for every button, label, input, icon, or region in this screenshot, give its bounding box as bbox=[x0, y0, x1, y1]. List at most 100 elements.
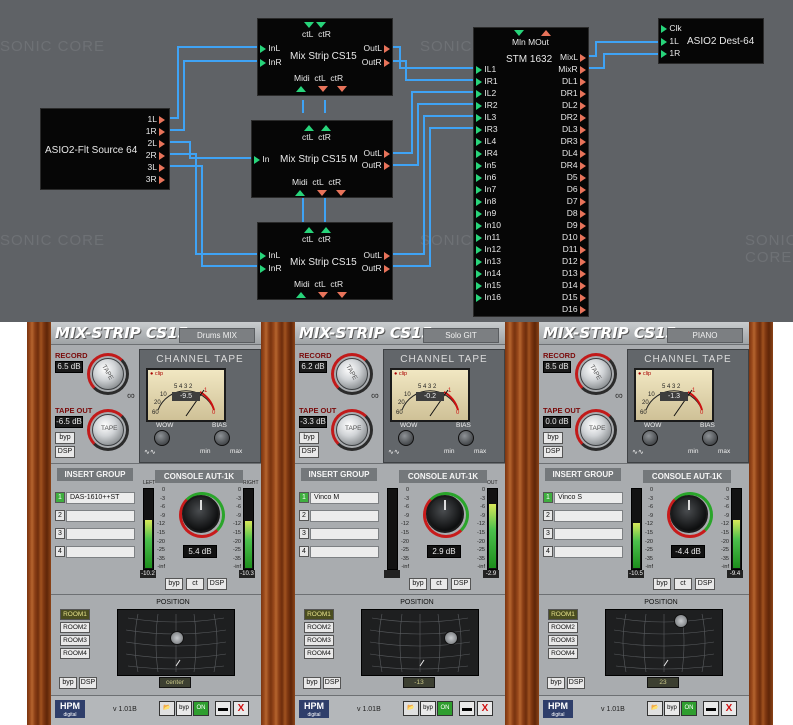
stm-input-port[interactable]: IL2 bbox=[476, 88, 496, 98]
position-pad[interactable] bbox=[605, 609, 723, 676]
stm-output-port[interactable]: DL2 bbox=[562, 100, 586, 110]
stm-output-port[interactable]: D12 bbox=[562, 256, 586, 266]
folder-icon[interactable]: 📂 bbox=[403, 701, 419, 716]
stm-input-port[interactable]: IL3 bbox=[476, 112, 496, 122]
stm-output-port[interactable]: D6 bbox=[567, 184, 586, 194]
close-icon[interactable]: X bbox=[477, 701, 493, 716]
ms1-in-r[interactable]: InR bbox=[260, 57, 282, 67]
insert-slot-2-field[interactable] bbox=[66, 510, 135, 522]
insert-slot-3-field[interactable] bbox=[310, 528, 379, 540]
close-icon[interactable]: X bbox=[721, 701, 737, 716]
insert-slot-1-field[interactable]: Vinco S bbox=[554, 492, 623, 504]
stm-output-port[interactable]: D16 bbox=[562, 304, 586, 314]
stm-output-port[interactable]: D15 bbox=[562, 292, 586, 302]
console-ct-button[interactable]: ct bbox=[674, 578, 692, 590]
console-gain-knob[interactable] bbox=[182, 495, 220, 533]
mix-strip-module-1[interactable]: ctL ctR InL InR Mix Strip CS15 OutL OutR… bbox=[257, 18, 393, 96]
position-bypass-button[interactable]: byp bbox=[59, 677, 77, 689]
link-icon[interactable]: ∞ bbox=[615, 390, 623, 402]
room-button-2[interactable]: ROOM2 bbox=[548, 622, 578, 633]
room-button-3[interactable]: ROOM3 bbox=[60, 635, 90, 646]
room-button-3[interactable]: ROOM3 bbox=[304, 635, 334, 646]
stm-input-port[interactable]: In8 bbox=[476, 196, 496, 206]
tape-bypass-button[interactable]: byp bbox=[543, 432, 563, 444]
ms1-bottom-ports[interactable] bbox=[296, 84, 348, 94]
position-handle[interactable] bbox=[674, 614, 688, 628]
insert-slot-1-toggle[interactable]: 1 bbox=[299, 492, 309, 503]
footer-bypass-button[interactable]: byp bbox=[176, 701, 192, 716]
insert-slot-4-field[interactable] bbox=[66, 546, 135, 558]
room-button-1[interactable]: ROOM1 bbox=[548, 609, 578, 620]
wow-knob[interactable] bbox=[154, 430, 170, 446]
stm-input-port[interactable]: IL4 bbox=[476, 136, 496, 146]
stm-input-port[interactable]: IL1 bbox=[476, 64, 496, 74]
insert-slot-3-toggle[interactable]: 3 bbox=[55, 528, 65, 539]
position-dsp-button[interactable]: DSP bbox=[567, 677, 585, 689]
stm-output-port[interactable]: D9 bbox=[567, 220, 586, 230]
stm-input-port[interactable]: IR3 bbox=[476, 124, 498, 134]
ms3-in-r[interactable]: InR bbox=[260, 263, 282, 273]
ms3-out-l[interactable]: OutL bbox=[364, 250, 390, 260]
console-ct-button[interactable]: ct bbox=[186, 578, 204, 590]
stm-input-port[interactable]: In11 bbox=[476, 232, 500, 242]
source-out-2r[interactable]: 2R bbox=[146, 150, 165, 160]
ms1-top-ports[interactable] bbox=[304, 20, 327, 30]
source-out-2l[interactable]: 2L bbox=[147, 138, 165, 148]
stm-top-ports[interactable] bbox=[514, 28, 551, 38]
room-button-1[interactable]: ROOM1 bbox=[304, 609, 334, 620]
ms2-in[interactable]: In bbox=[254, 154, 269, 164]
stm-output-port[interactable]: D14 bbox=[562, 280, 586, 290]
console-gain-knob[interactable] bbox=[426, 495, 464, 533]
dest-in-1l[interactable]: 1L bbox=[661, 36, 679, 46]
insert-slot-3-field[interactable] bbox=[66, 528, 135, 540]
stm-output-port[interactable]: DL3 bbox=[562, 124, 586, 134]
insert-slot-1-field[interactable]: Vinco M bbox=[310, 492, 379, 504]
insert-slot-1-toggle[interactable]: 1 bbox=[543, 492, 553, 503]
console-bypass-button[interactable]: byp bbox=[165, 578, 183, 590]
channel-name-field[interactable]: Solo GIT bbox=[423, 328, 499, 343]
stm-output-port[interactable]: DL4 bbox=[562, 148, 586, 158]
source-out-1r[interactable]: 1R bbox=[146, 126, 165, 136]
position-bypass-button[interactable]: byp bbox=[303, 677, 321, 689]
console-dsp-button[interactable]: DSP bbox=[451, 578, 471, 590]
ms3-in-l[interactable]: InL bbox=[260, 250, 280, 260]
insert-slot-1-field[interactable]: DAS-1610++ST bbox=[66, 492, 135, 504]
stm-output-port[interactable]: DR1 bbox=[561, 88, 586, 98]
ms2-out-r[interactable]: OutR bbox=[362, 160, 390, 170]
stm-output-port[interactable]: DL1 bbox=[562, 76, 586, 86]
tape-bypass-button[interactable]: byp bbox=[55, 432, 75, 444]
stm-output-port[interactable]: D11 bbox=[563, 244, 586, 254]
insert-slot-3-field[interactable] bbox=[554, 528, 623, 540]
stm-input-port[interactable]: In9 bbox=[476, 208, 496, 218]
record-tape-knob[interactable]: TAPE bbox=[92, 358, 124, 390]
ms3-out-r[interactable]: OutR bbox=[362, 263, 390, 273]
tape-out-knob[interactable]: TAPE bbox=[92, 414, 124, 446]
close-icon[interactable]: X bbox=[233, 701, 249, 716]
insert-slot-2-field[interactable] bbox=[554, 510, 623, 522]
ms1-out-r[interactable]: OutR bbox=[362, 57, 390, 67]
asio-dest-module[interactable]: Clk 1L 1R ASIO2 Dest-64 bbox=[658, 18, 764, 64]
stm-output-port[interactable]: D5 bbox=[567, 172, 586, 182]
folder-icon[interactable]: 📂 bbox=[647, 701, 663, 716]
position-bypass-button[interactable]: byp bbox=[547, 677, 565, 689]
minimize-icon[interactable]: ▬ bbox=[703, 701, 719, 716]
stm-output-port[interactable]: D8 bbox=[567, 208, 586, 218]
tape-dsp-button[interactable]: DSP bbox=[299, 446, 319, 458]
room-button-2[interactable]: ROOM2 bbox=[60, 622, 90, 633]
stm-output-port[interactable]: DR3 bbox=[561, 136, 586, 146]
console-gain-knob[interactable] bbox=[670, 495, 708, 533]
mix-strip-module-2[interactable]: ctL ctR In Mix Strip CS15 M OutL OutR Mi… bbox=[251, 120, 393, 198]
record-tape-knob[interactable]: TAPE bbox=[336, 358, 368, 390]
bias-knob[interactable] bbox=[458, 430, 474, 446]
stm-input-port[interactable]: In6 bbox=[476, 172, 496, 182]
ms2-top-ports[interactable] bbox=[304, 123, 332, 133]
bias-knob[interactable] bbox=[214, 430, 230, 446]
minimize-icon[interactable]: ▬ bbox=[459, 701, 475, 716]
stm-input-port[interactable]: In13 bbox=[476, 256, 501, 266]
folder-icon[interactable]: 📂 bbox=[159, 701, 175, 716]
room-button-2[interactable]: ROOM2 bbox=[304, 622, 334, 633]
on-button[interactable]: ON bbox=[681, 701, 697, 716]
console-dsp-button[interactable]: DSP bbox=[207, 578, 227, 590]
on-button[interactable]: ON bbox=[193, 701, 209, 716]
footer-bypass-button[interactable]: byp bbox=[420, 701, 436, 716]
